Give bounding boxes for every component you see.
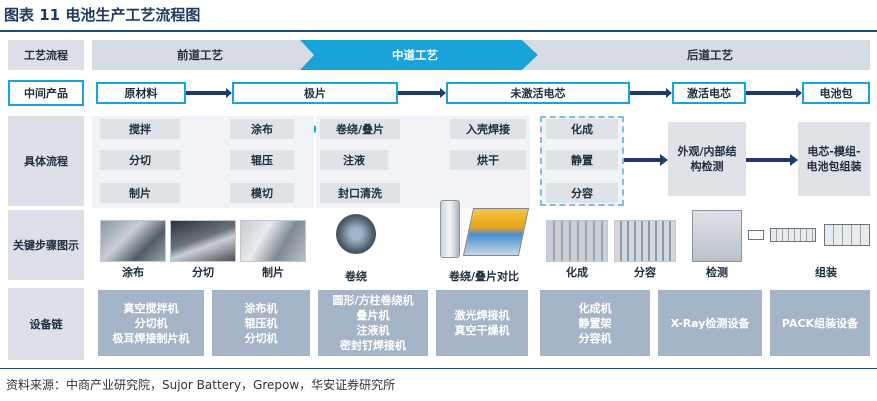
step-slit: 分切	[100, 150, 180, 170]
equipment-back-3: PACK组装设备	[770, 290, 870, 356]
photo-grading	[614, 220, 676, 262]
row-label-equipment: 设备链	[8, 288, 84, 360]
row-label-intermediate: 中间产品	[8, 80, 84, 106]
step-cut: 模切	[230, 183, 294, 203]
row-label-process: 工艺流程	[8, 40, 84, 70]
source-divider	[0, 368, 877, 369]
step-grade: 分容	[546, 183, 618, 203]
cylinder-cell-illustration	[440, 200, 460, 258]
step-roll: 辊压	[230, 150, 294, 170]
pack-icon	[824, 224, 870, 246]
step-sheet: 制片	[100, 183, 180, 203]
product-inactive-cell: 未激活电芯	[446, 82, 630, 104]
equipment-front-1: 真空搅拌机 分切机 极耳焊接制片机	[98, 290, 204, 356]
photo-xray-inspector	[692, 210, 742, 262]
step-mix: 搅拌	[100, 119, 180, 139]
step-bake: 烘干	[450, 150, 526, 170]
equipment-back-2: X-Ray检测设备	[658, 290, 762, 356]
row-label-key-steps: 关键步骤图示	[8, 210, 84, 280]
phase-front-chevron	[92, 40, 314, 70]
photo-formation	[546, 220, 608, 262]
step-assemble: 电芯-模组-电池包组装	[798, 122, 870, 196]
caption-grade: 分容	[634, 266, 656, 279]
photo-coating	[100, 220, 166, 262]
phase-middle-chevron	[300, 40, 538, 70]
figure-title: 图表 11 电池生产工艺流程图	[4, 6, 201, 24]
product-raw-material: 原材料	[96, 82, 186, 104]
source-note: 资料来源：中商产业研究院，Sujor Battery，Grepow，华安证券研究…	[6, 378, 396, 392]
product-active-cell: 激活电芯	[672, 82, 746, 104]
caption-assemble: 组装	[815, 266, 837, 279]
winding-illustration	[336, 214, 376, 254]
step-seal: 封口清洗	[320, 183, 400, 203]
photo-sheeting	[240, 220, 306, 262]
step-wind: 卷绕/叠片	[320, 119, 400, 139]
caption-inspect: 检测	[706, 266, 728, 279]
equipment-front-2: 涂布机 辊压机 分切机	[212, 290, 310, 356]
step-form: 化成	[546, 119, 618, 139]
stacked-cell-illustration	[462, 208, 530, 256]
product-battery-pack: 电池包	[802, 82, 870, 104]
step-coat: 涂布	[230, 119, 294, 139]
step-inject: 注液	[320, 150, 388, 170]
caption-slit: 分切	[192, 266, 214, 279]
equipment-middle-1: 圆形/方柱卷绕机 叠片机 注液机 密封钉焊接机	[318, 290, 428, 356]
caption-compare: 卷绕/叠片对比	[448, 270, 520, 283]
equipment-middle-2: 激光焊接机 真空干燥机	[436, 290, 528, 356]
step-rest: 静置	[546, 150, 618, 170]
cell-icon	[748, 230, 764, 240]
phase-middle: 中道工艺	[392, 48, 438, 62]
product-electrode: 极片	[232, 82, 398, 104]
module-icon	[770, 228, 816, 242]
step-shell-weld: 入壳焊接	[450, 119, 526, 139]
caption-wind: 卷绕	[345, 270, 367, 283]
step-inspect: 外观/内部结构检测	[668, 122, 746, 196]
title-divider	[0, 30, 877, 32]
caption-form: 化成	[566, 266, 588, 279]
phase-front: 前道工艺	[177, 48, 223, 62]
caption-sheet: 制片	[262, 266, 284, 279]
equipment-back-1: 化成机 静置架 分容机	[540, 290, 650, 356]
phase-back: 后道工艺	[687, 48, 733, 62]
row-label-specific: 具体流程	[8, 116, 84, 206]
caption-coat: 涂布	[122, 266, 144, 279]
photo-slitting	[170, 220, 236, 262]
phase-back-chevron	[522, 40, 870, 70]
